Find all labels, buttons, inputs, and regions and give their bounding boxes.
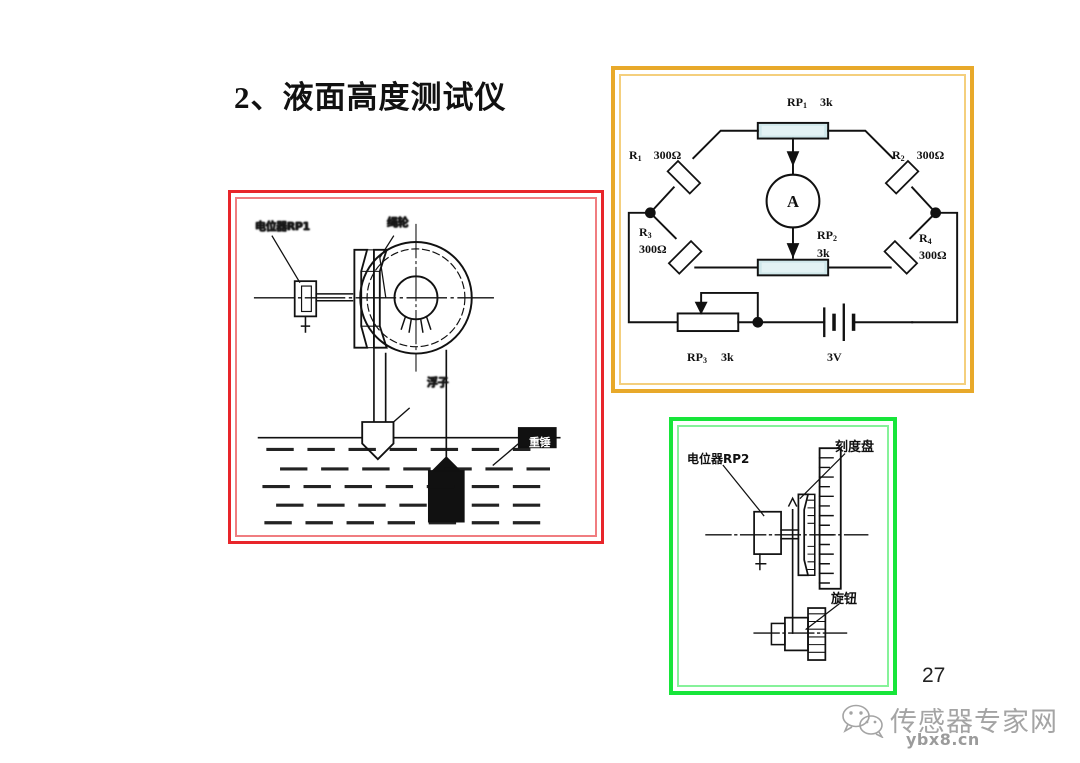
rp2-subscript: 2 bbox=[833, 234, 837, 243]
wechat-icon bbox=[842, 704, 884, 738]
watermark-brand: 传感器专家网 bbox=[890, 707, 1058, 737]
label-float: 浮子 bbox=[427, 376, 449, 389]
r1-subscript: 1 bbox=[637, 154, 642, 163]
r2-value: 300Ω bbox=[916, 148, 945, 162]
dial-indicator-drawing bbox=[705, 447, 869, 661]
r3-subscript: 3 bbox=[647, 231, 652, 240]
label-dial: 刻度盘 bbox=[835, 440, 875, 455]
bridge-circuit-figure: A bbox=[611, 66, 974, 393]
rp3-subscript: 3 bbox=[703, 356, 707, 365]
r3-value: 300Ω bbox=[639, 242, 667, 256]
label-r2: R2 300Ω bbox=[892, 148, 944, 163]
watermark-url: ybx8.cn bbox=[906, 730, 980, 749]
dial-indicator-figure: 电位器RP2 刻度盘 旋钮 bbox=[669, 417, 897, 695]
float-mechanism-drawing bbox=[253, 223, 561, 525]
label-rp2: RP2 3k bbox=[817, 228, 837, 261]
label-rp3: RP3 3k bbox=[687, 350, 734, 365]
label-r4: R4 300Ω bbox=[919, 231, 947, 263]
r3-name: R bbox=[639, 225, 648, 239]
r1-value: 300Ω bbox=[653, 148, 682, 162]
r2-subscript: 2 bbox=[900, 154, 905, 163]
page-title: 2、液面高度测试仪 bbox=[234, 80, 507, 115]
rp3-name: RP bbox=[687, 350, 703, 364]
label-rp1: RP1 3k bbox=[787, 95, 833, 110]
label-knob: 旋钮 bbox=[831, 592, 858, 607]
float-mechanism-figure: 电位器RP1 绳轮 浮子 重锤 bbox=[228, 190, 604, 544]
rp1-name: RP bbox=[787, 95, 803, 109]
label-potentiometer-rp1: 电位器RP1 bbox=[255, 220, 310, 233]
rp3-value: 3k bbox=[721, 350, 734, 364]
r2-name: R bbox=[892, 148, 901, 162]
label-battery-voltage: 3V bbox=[827, 350, 842, 364]
float-figure-inner-frame: 电位器RP1 绳轮 浮子 重锤 bbox=[235, 197, 597, 537]
label-counterweight: 重锤 bbox=[529, 436, 551, 449]
r4-subscript: 4 bbox=[927, 237, 932, 246]
svg-text:A: A bbox=[787, 192, 799, 211]
circuit-figure-inner-frame: A bbox=[619, 74, 966, 385]
rp2-value: 3k bbox=[817, 246, 830, 260]
rp1-subscript: 1 bbox=[803, 101, 807, 110]
dial-figure-inner-frame: 电位器RP2 刻度盘 旋钮 bbox=[677, 425, 889, 687]
label-r1: R1 300Ω bbox=[629, 148, 681, 163]
page-number: 27 bbox=[922, 664, 946, 687]
bridge-circuit-drawing: A bbox=[627, 121, 959, 342]
label-rope-pulley: 绳轮 bbox=[387, 216, 409, 229]
r4-name: R bbox=[919, 231, 928, 245]
rp2-name: RP bbox=[817, 228, 833, 242]
watermark: 传感器专家网 ybx8.cn bbox=[838, 700, 1076, 758]
r1-name: R bbox=[629, 148, 638, 162]
r4-value: 300Ω bbox=[919, 248, 947, 262]
label-r3: R3 300Ω bbox=[639, 225, 667, 257]
rp1-value: 3k bbox=[820, 95, 833, 109]
label-potentiometer-rp2: 电位器RP2 bbox=[687, 452, 750, 466]
